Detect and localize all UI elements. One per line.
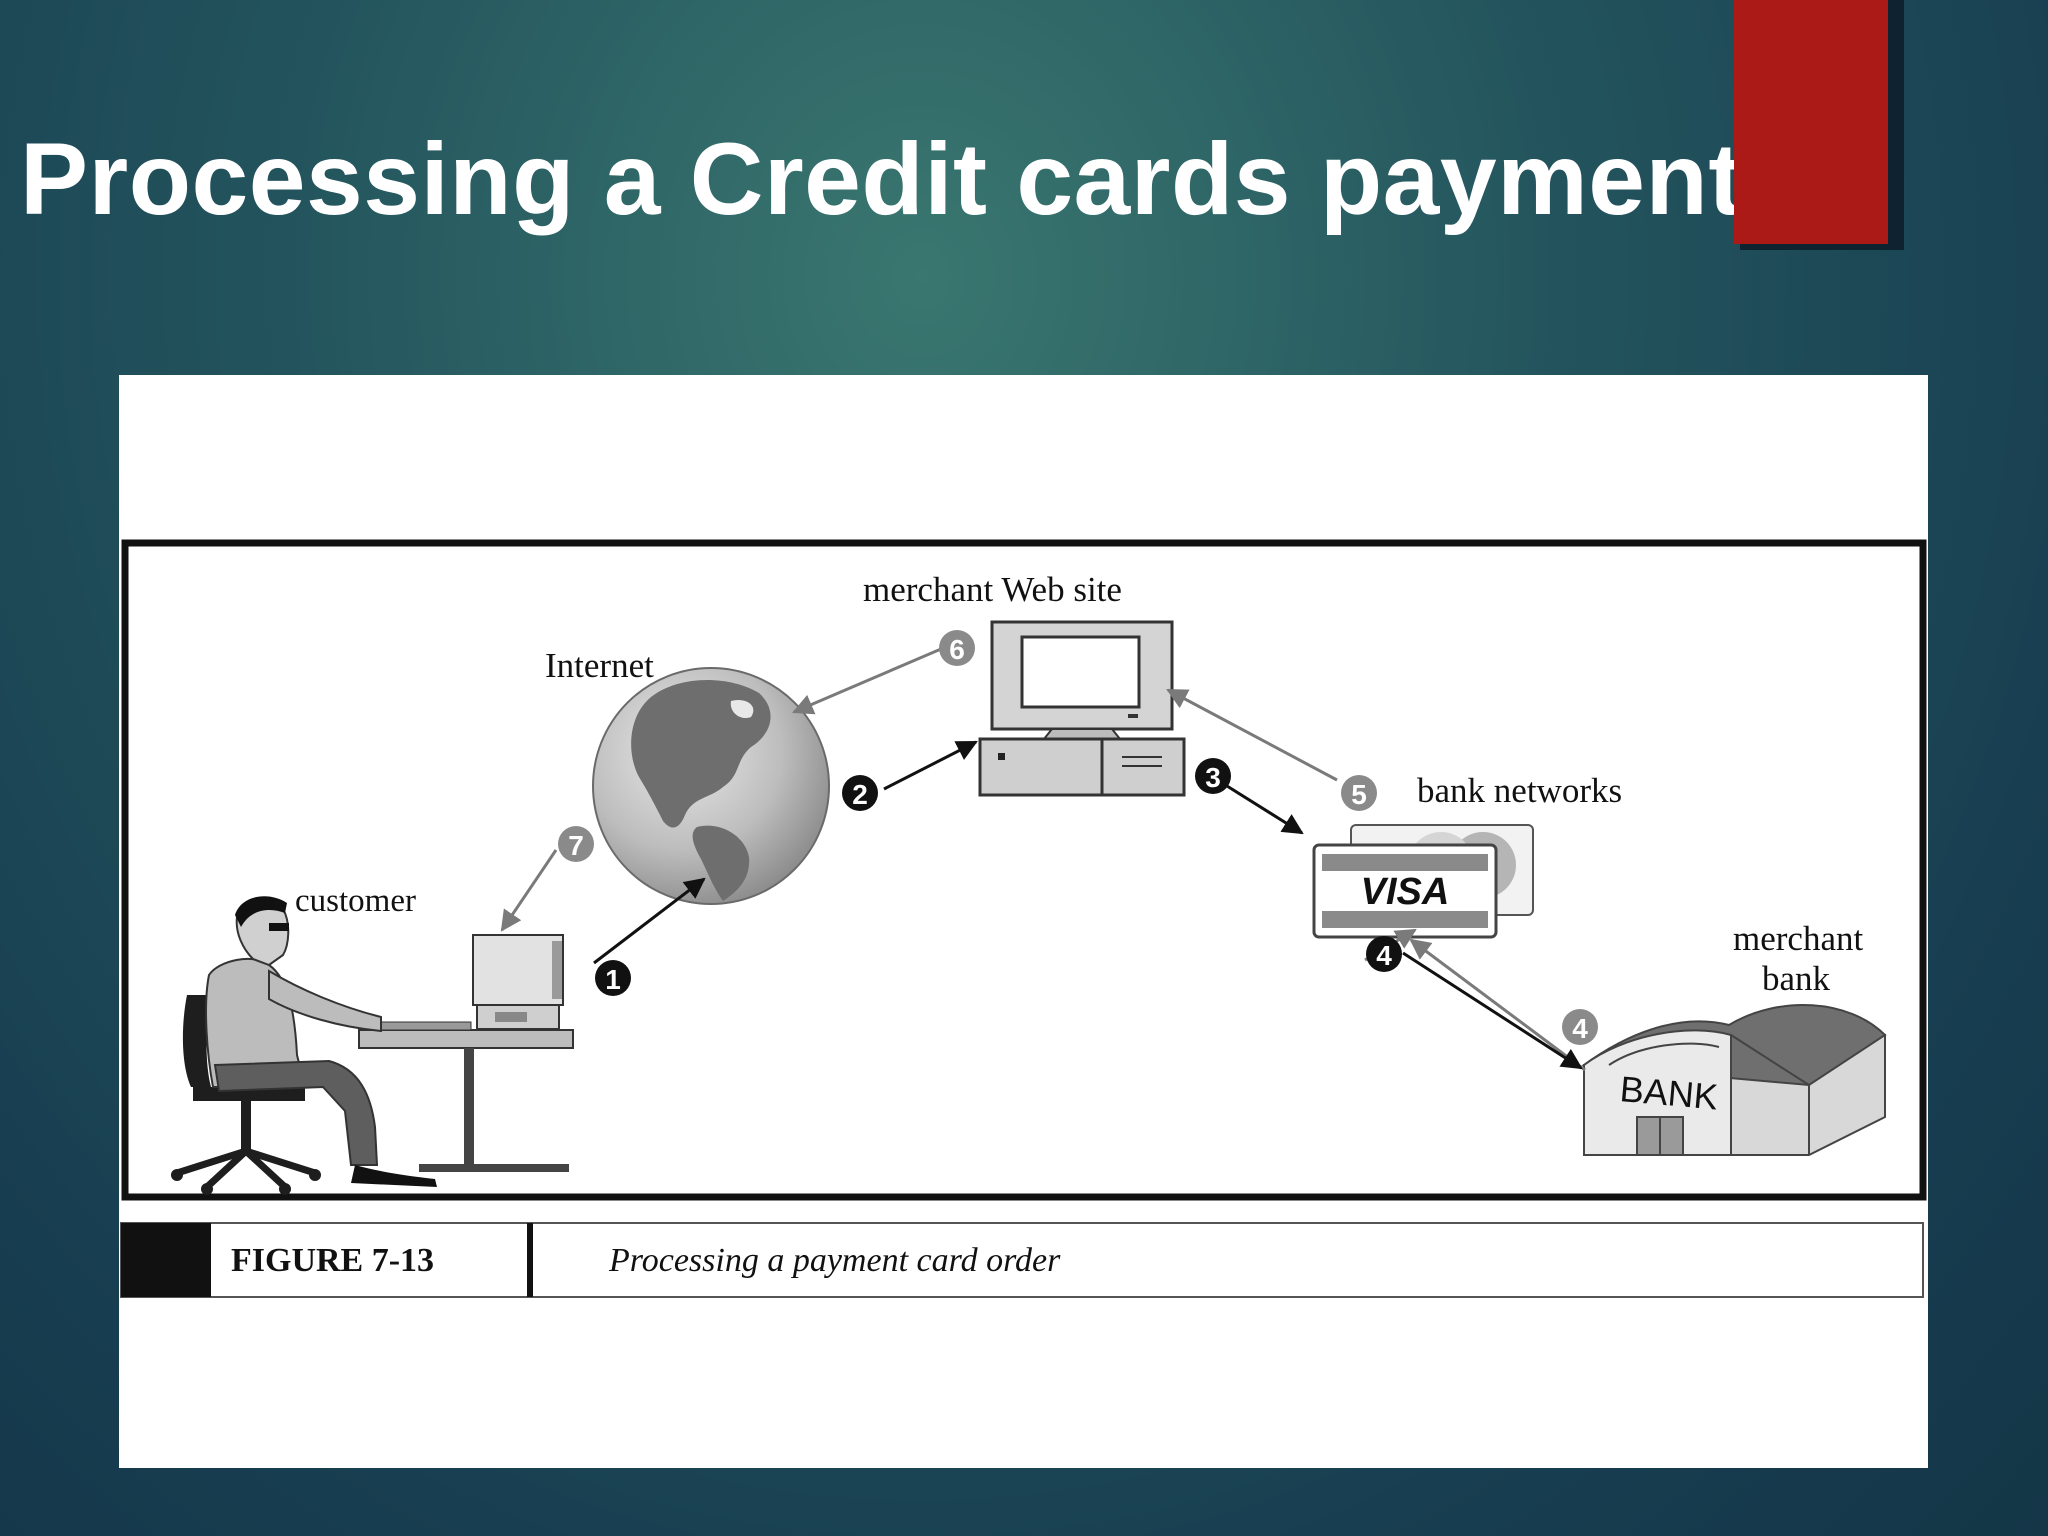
step-badge-4-gray: 4 bbox=[1562, 1009, 1598, 1045]
visa-card-text: VISA bbox=[1361, 871, 1450, 913]
step-badge-4-black: 4 bbox=[1366, 936, 1402, 972]
step-badge-6: 6 bbox=[939, 630, 975, 666]
bank-networks-label: bank networks bbox=[1417, 771, 1622, 810]
step-number-2: 2 bbox=[852, 779, 868, 810]
step-number-3: 3 bbox=[1205, 762, 1221, 793]
step-number-1: 1 bbox=[605, 964, 621, 995]
flow-arrows bbox=[500, 647, 1586, 1072]
arrow-step-3 bbox=[1218, 779, 1304, 835]
arrow-step-5 bbox=[1166, 688, 1338, 782]
merchant-web-site-label: merchant Web site bbox=[863, 570, 1122, 609]
step-badge-3: 3 bbox=[1195, 758, 1231, 794]
figure-caption-text: Processing a payment card order bbox=[608, 1242, 1061, 1279]
bank-sign-text: BANK bbox=[1618, 1068, 1719, 1117]
customer-label: customer bbox=[295, 883, 416, 919]
merchant-computer-icon bbox=[978, 620, 1186, 797]
payment-flow-diagram: FIGURE 7-13 Processing a payment card or… bbox=[120, 539, 1927, 1298]
figure-number: FIGURE 7-13 bbox=[231, 1242, 434, 1279]
step-badge-7: 7 bbox=[558, 826, 594, 862]
step-number-6: 6 bbox=[949, 634, 965, 665]
arrow-step-4-black bbox=[1402, 951, 1583, 1070]
step-badge-1: 1 bbox=[595, 960, 631, 996]
step-number-5: 5 bbox=[1351, 779, 1367, 810]
merchant-bank-label-line2: bank bbox=[1762, 959, 1831, 998]
step-badge-2: 2 bbox=[842, 775, 878, 811]
figure-caption: FIGURE 7-13 Processing a payment card or… bbox=[120, 1222, 1924, 1298]
merchant-bank-label-line1: merchant bbox=[1733, 919, 1863, 958]
customer-at-computer-icon bbox=[171, 896, 574, 1195]
bank-building-icon: BANK bbox=[1581, 1004, 1887, 1156]
internet-globe-icon bbox=[592, 667, 830, 905]
step-number-7: 7 bbox=[568, 830, 584, 861]
accent-bar bbox=[1734, 0, 1888, 244]
arrow-step-7 bbox=[500, 849, 558, 932]
step-number-4a: 4 bbox=[1376, 940, 1392, 971]
internet-label: Internet bbox=[545, 646, 654, 685]
slide-title: Processing a Credit cards payment bbox=[20, 122, 1743, 236]
step-badge-5: 5 bbox=[1341, 775, 1377, 811]
figure-panel: FIGURE 7-13 Processing a payment card or… bbox=[119, 375, 1928, 1468]
step-number-4b: 4 bbox=[1572, 1013, 1588, 1044]
arrow-step-4-gray bbox=[1409, 938, 1586, 1072]
arrow-step-1 bbox=[593, 877, 706, 965]
arrow-step-2 bbox=[883, 740, 978, 791]
arrow-step-6 bbox=[792, 647, 942, 715]
